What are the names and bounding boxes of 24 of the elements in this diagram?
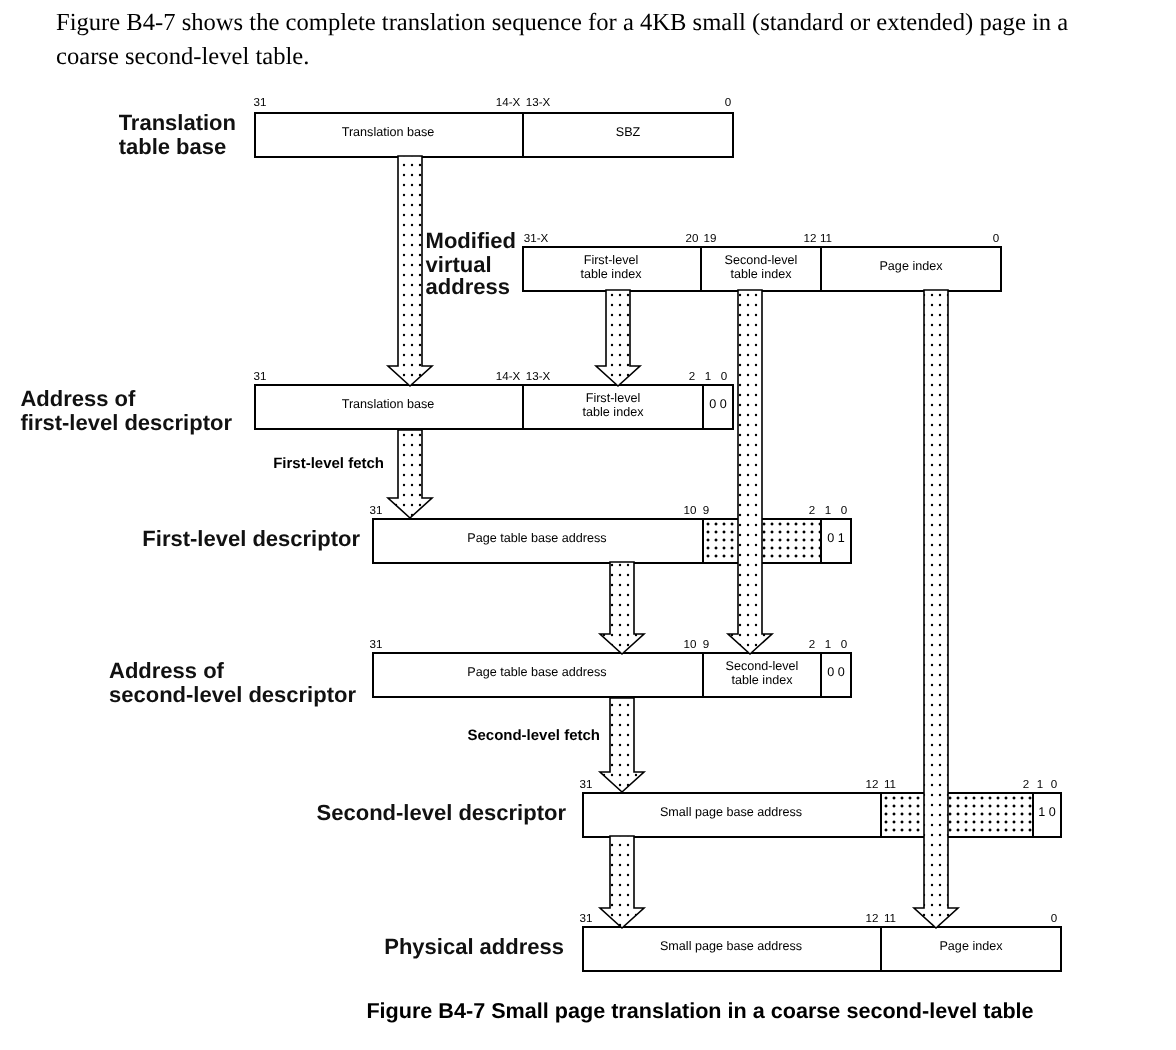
register-box (254, 112, 734, 158)
register-box (582, 926, 1062, 972)
register-box (372, 652, 852, 698)
register-box (582, 792, 1062, 838)
register-box (254, 384, 734, 430)
block-arrow (911, 289, 961, 930)
register-label: Address of first-level descriptor (20, 390, 232, 437)
block-arrow (597, 697, 647, 794)
register-box (522, 246, 1002, 292)
block-arrow (385, 429, 435, 520)
register-box (372, 518, 852, 564)
block-arrow (593, 289, 643, 388)
description-text: Figure B4-7 shows the complete translation sequence for a 4KB small (standard or extended) page in a coarse second-level table. (56, 6, 1071, 73)
register-label: Address of second-level descriptor (109, 662, 356, 709)
register-label: Second-level descriptor (316, 804, 566, 828)
block-arrow (597, 561, 647, 656)
register-label: First-level descriptor (142, 530, 360, 554)
register-label: Modified virtual address (425, 232, 516, 302)
block-arrow (597, 835, 647, 930)
block-arrow (725, 289, 775, 656)
register-label: Physical address (384, 938, 564, 962)
block-arrow (385, 155, 435, 388)
figure-caption: Figure B4-7 Small page translation in a coarse second-level table (364, 1000, 1036, 1024)
register-label: Translation table base (118, 114, 236, 161)
